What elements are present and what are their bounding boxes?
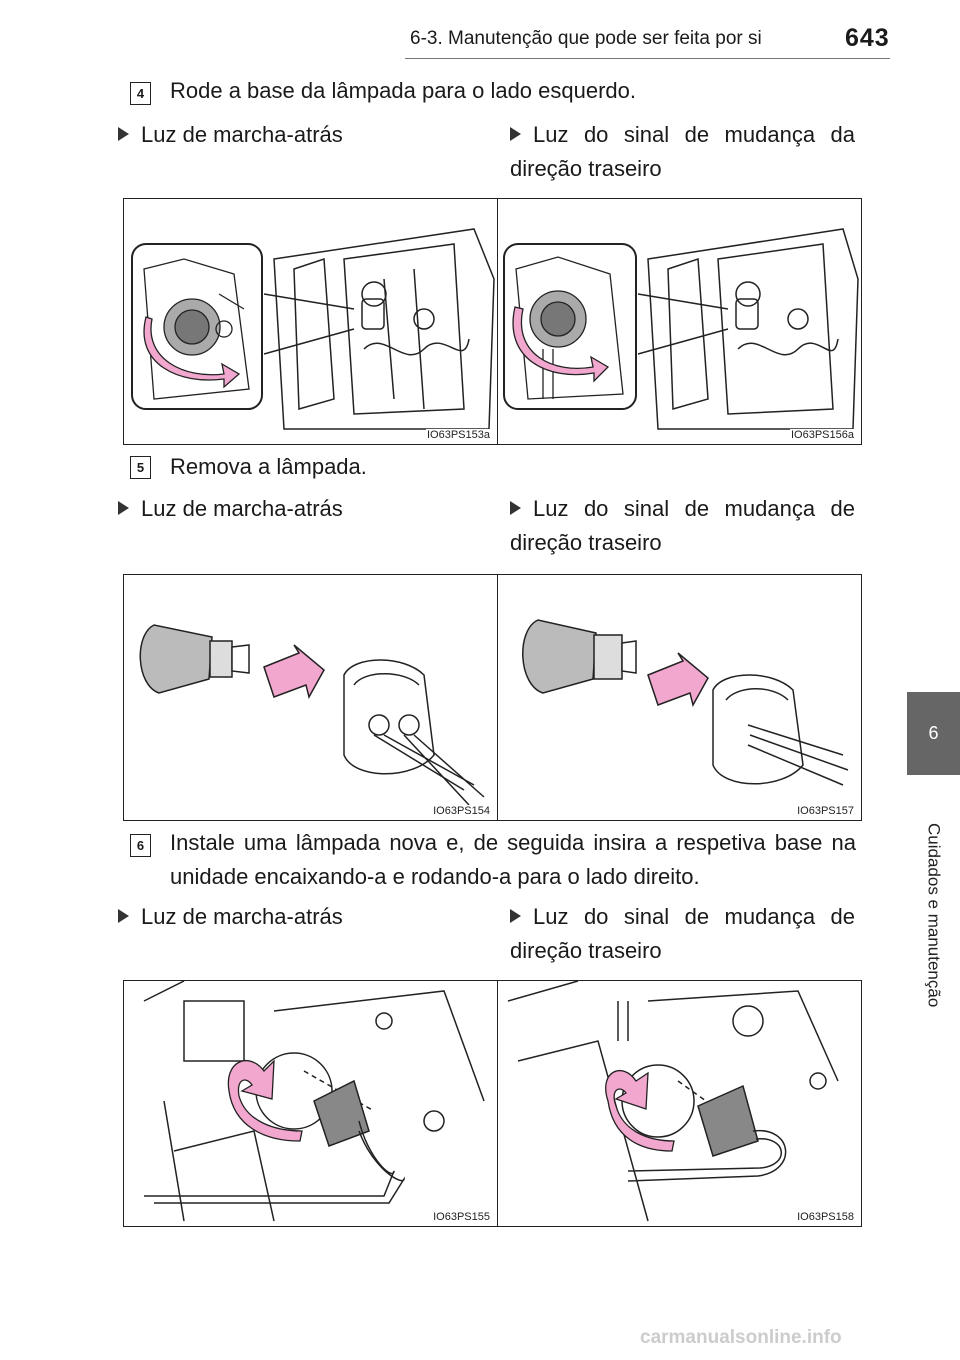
sub-item-label: Luz de marcha-atrás xyxy=(118,118,478,152)
rear-lamp-assembly-illustration xyxy=(131,228,495,430)
figure-panel: IO63PS154 xyxy=(123,574,498,821)
step-number-badge: 4 xyxy=(130,82,151,105)
step-instruction: Instale uma lâmpada nova e, de seguida i… xyxy=(170,830,856,889)
step-instruction: Rode a base da lâmpada para o lado esque… xyxy=(170,78,637,103)
section-title: 6-3. Manutenção que pode ser feita por s… xyxy=(410,28,762,49)
step-number-badge: 6 xyxy=(130,834,151,857)
bulb-removal-illustration xyxy=(139,624,485,806)
page-number: 643 xyxy=(845,24,890,52)
figure-code: IO63PS155 xyxy=(432,1211,491,1223)
triangle-bullet-icon xyxy=(118,501,129,515)
footer-watermark: carmanualsonline.info xyxy=(640,1327,842,1348)
step-number-badge: 5 xyxy=(130,456,151,479)
figure-panel: IO63PS153a xyxy=(123,198,498,445)
triangle-bullet-icon xyxy=(118,127,129,141)
figure-panel: IO63PS158 xyxy=(497,980,862,1227)
step-instruction: Remova a lâmpada. xyxy=(170,454,367,479)
figure-code: IO63PS158 xyxy=(796,1211,855,1223)
triangle-bullet-icon xyxy=(510,127,521,141)
chapter-number: 6 xyxy=(928,723,939,743)
figure-code: IO63PS153a xyxy=(426,429,491,441)
sub-item-label: Luz do sinal de mudança de direção trase… xyxy=(510,904,855,963)
rear-lamp-assembly-illustration xyxy=(503,228,859,430)
chapter-label-tab: Cuidados e manutenção xyxy=(907,785,960,1045)
header-rule xyxy=(405,58,890,59)
bulb-removal-illustration xyxy=(522,619,849,786)
bulb-install-illustration xyxy=(143,981,485,1222)
sub-item-label: Luz do sinal de mudança de direção trase… xyxy=(510,496,855,555)
figure-panel: IO63PS156a xyxy=(497,198,862,445)
triangle-bullet-icon xyxy=(118,909,129,923)
figure-panel: IO63PS157 xyxy=(497,574,862,821)
figure-code: IO63PS157 xyxy=(796,805,855,817)
chapter-tab: 6 xyxy=(907,692,960,775)
triangle-bullet-icon xyxy=(510,909,521,923)
triangle-bullet-icon xyxy=(510,501,521,515)
sub-item-label: Luz de marcha-atrás xyxy=(118,900,478,934)
figure-code: IO63PS154 xyxy=(432,805,491,817)
figure-panel: IO63PS155 xyxy=(123,980,498,1227)
bulb-install-illustration xyxy=(507,981,839,1222)
sub-item-label: Luz de marcha-atrás xyxy=(118,492,478,526)
figure-code: IO63PS156a xyxy=(790,429,855,441)
sub-item-label: Luz do sinal de mudança da direção trase… xyxy=(510,122,855,181)
chapter-label: Cuidados e manutenção xyxy=(924,822,944,1008)
